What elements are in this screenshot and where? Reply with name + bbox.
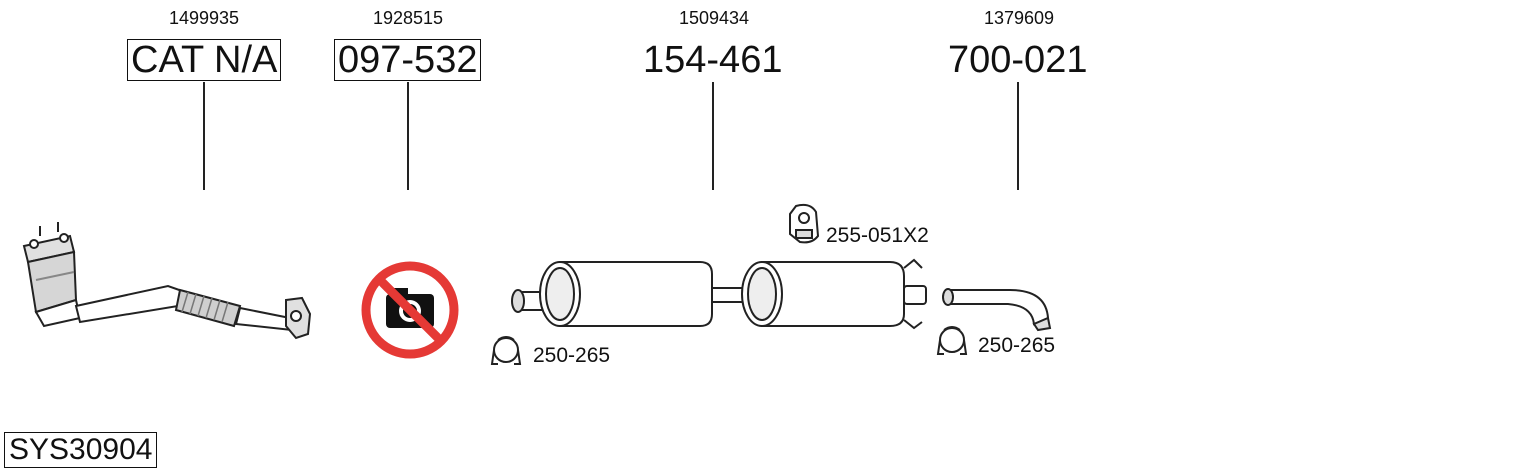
- system-code: SYS30904: [4, 432, 158, 468]
- part-ref-4: 1379609: [983, 8, 1055, 28]
- rubber-hanger-icon: [789, 203, 820, 244]
- clamp-label-right[interactable]: 250-265: [978, 334, 1056, 357]
- tailpipe: [942, 288, 1052, 332]
- part-code-3[interactable]: 154-461: [643, 39, 783, 81]
- no-photo-icon: [361, 261, 459, 359]
- middle-rear-silencer: [511, 258, 927, 330]
- clamp-label-left[interactable]: 250-265: [533, 344, 611, 367]
- part-code-1[interactable]: CAT N/A: [127, 39, 282, 81]
- part-ref-1: 1499935: [168, 8, 240, 28]
- part-code-4[interactable]: 700-021: [948, 39, 1088, 81]
- part-ref-3: 1509434: [678, 8, 750, 28]
- catalytic-converter-pipe: [22, 222, 312, 340]
- clamp-icon-left: [490, 336, 522, 365]
- part-ref-2: 1928515: [372, 8, 444, 28]
- part-code-2[interactable]: 097-532: [334, 39, 482, 81]
- hanger-label[interactable]: 255-051X2: [826, 224, 929, 247]
- clamp-icon-right: [936, 326, 968, 355]
